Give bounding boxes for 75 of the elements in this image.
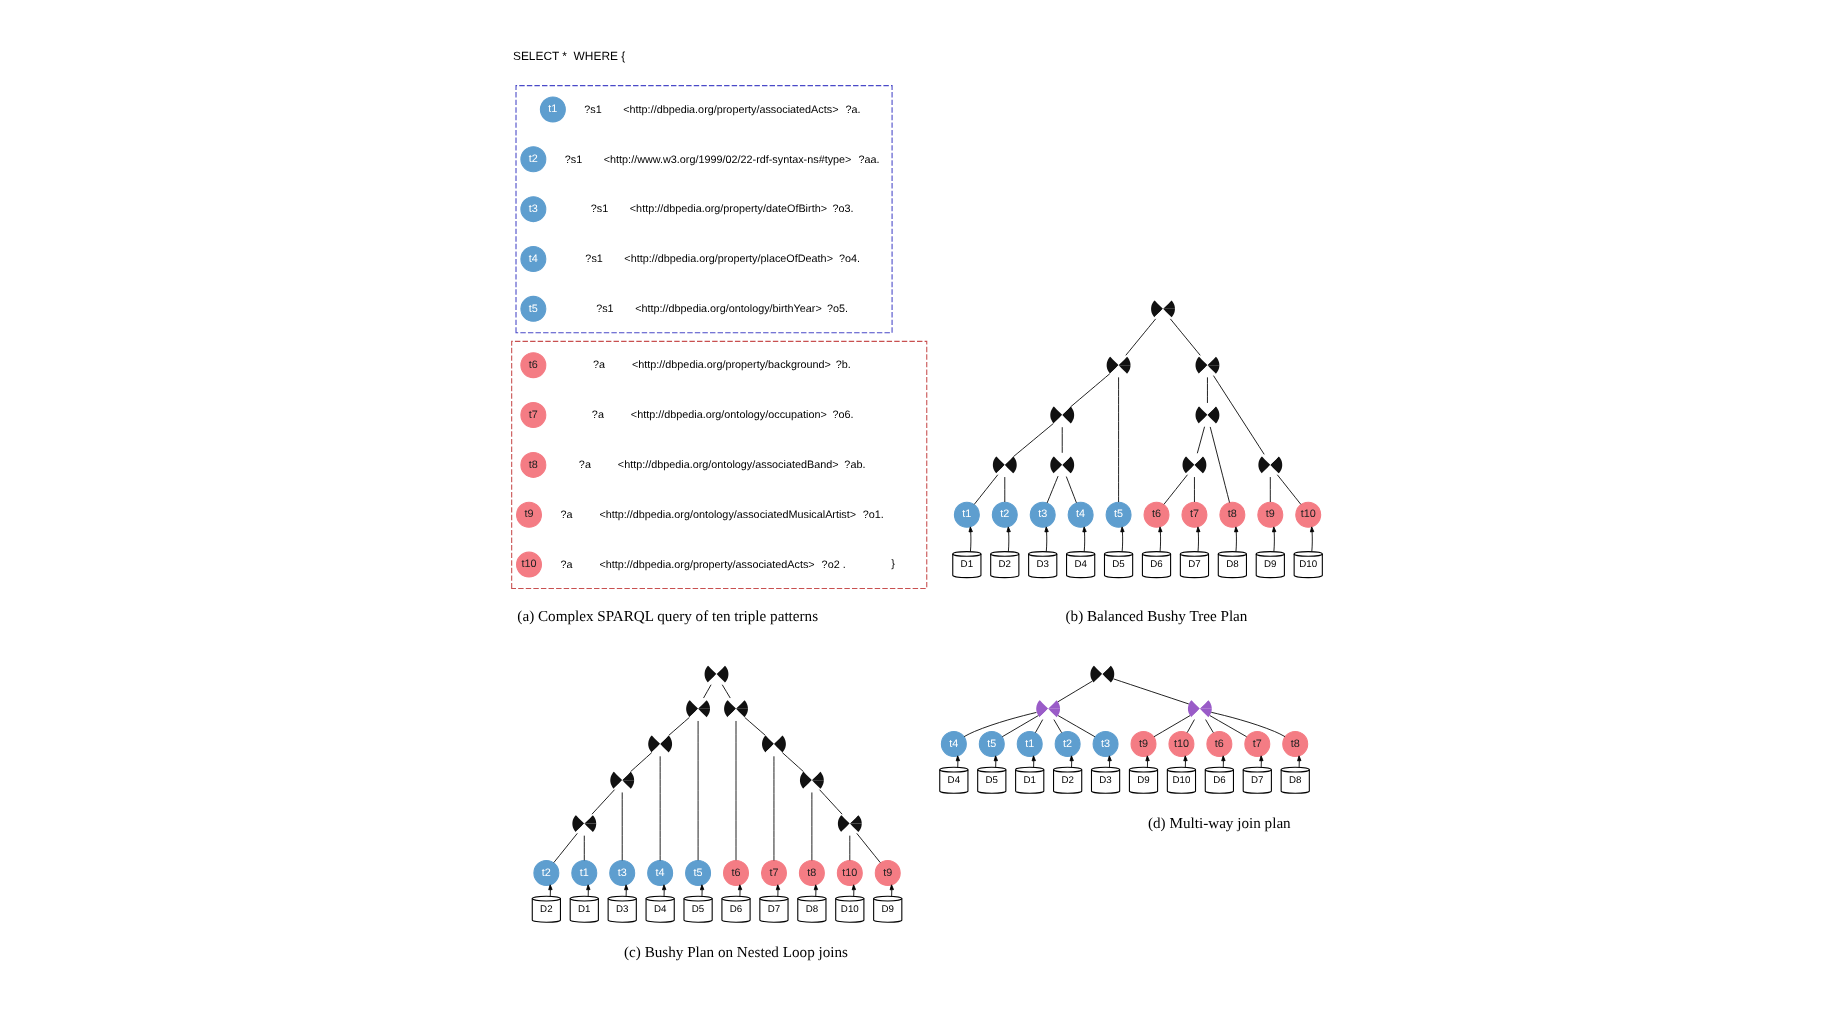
connector <box>1186 719 1195 734</box>
connector <box>973 474 999 505</box>
connector <box>1118 376 1119 503</box>
connector <box>1207 376 1208 404</box>
connector <box>1046 475 1059 504</box>
arrow <box>968 526 973 552</box>
connector <box>1209 715 1248 738</box>
connector <box>963 712 1037 738</box>
connector <box>1276 474 1302 505</box>
connector <box>1269 476 1271 503</box>
connector <box>583 835 585 861</box>
connector <box>1001 715 1039 738</box>
label: (b) Balanced Bushy Tree Plan <box>1065 606 1248 625</box>
label: (c) Bushy Plan on Nested Loop joins <box>624 942 848 961</box>
connector <box>1210 711 1286 738</box>
arrow <box>1158 526 1163 552</box>
arrow <box>1196 526 1201 552</box>
arrow <box>775 884 781 897</box>
connector <box>1013 423 1054 457</box>
connector <box>1125 318 1157 356</box>
arrow <box>1006 526 1011 552</box>
connector <box>1035 719 1044 734</box>
connector <box>1163 474 1188 505</box>
arrow <box>1107 755 1112 768</box>
arrow <box>851 884 856 897</box>
connector <box>819 789 843 815</box>
connector <box>744 717 766 736</box>
arrow <box>1120 526 1125 552</box>
connector <box>1205 719 1214 734</box>
connector <box>1153 715 1191 738</box>
arrow <box>1183 755 1188 768</box>
arrow <box>586 884 591 897</box>
connector <box>553 832 578 864</box>
arrow <box>548 884 553 897</box>
arrow <box>813 884 819 897</box>
arrow <box>1044 526 1049 552</box>
connector <box>781 752 804 773</box>
connector <box>1070 373 1111 408</box>
arrow <box>1221 755 1226 768</box>
arrow <box>1145 755 1150 768</box>
arrow <box>993 755 998 768</box>
connector <box>856 832 881 864</box>
connector <box>1194 476 1195 503</box>
cluster <box>511 340 928 589</box>
connector <box>1057 715 1096 738</box>
arrow <box>1082 526 1087 552</box>
cluster <box>515 85 893 334</box>
arrow <box>700 884 705 897</box>
connector <box>1113 678 1190 705</box>
arrow <box>1272 526 1277 552</box>
arrow <box>1297 755 1302 768</box>
connector <box>1213 375 1265 455</box>
connector <box>630 752 653 773</box>
connector <box>1057 680 1093 703</box>
arrow <box>889 884 894 897</box>
arrow <box>1309 526 1315 552</box>
arrow <box>1234 526 1239 552</box>
connector <box>1169 318 1201 356</box>
connector <box>668 717 690 736</box>
connector <box>1065 476 1077 504</box>
arrow <box>662 884 667 897</box>
arrow <box>737 884 743 897</box>
connector <box>591 789 615 815</box>
connector <box>1196 426 1205 454</box>
label: (d) Multi-way join plan <box>1148 813 1291 832</box>
arrow <box>1031 755 1036 768</box>
arrow <box>955 755 961 768</box>
arrow <box>624 884 629 897</box>
arrow <box>1259 755 1264 768</box>
connector <box>703 684 712 699</box>
arrow <box>1069 755 1074 768</box>
connector <box>1209 426 1230 503</box>
connector <box>1053 719 1063 734</box>
label: (a) Complex SPARQL query of ten triple patterns <box>517 606 819 625</box>
connector <box>721 684 731 699</box>
